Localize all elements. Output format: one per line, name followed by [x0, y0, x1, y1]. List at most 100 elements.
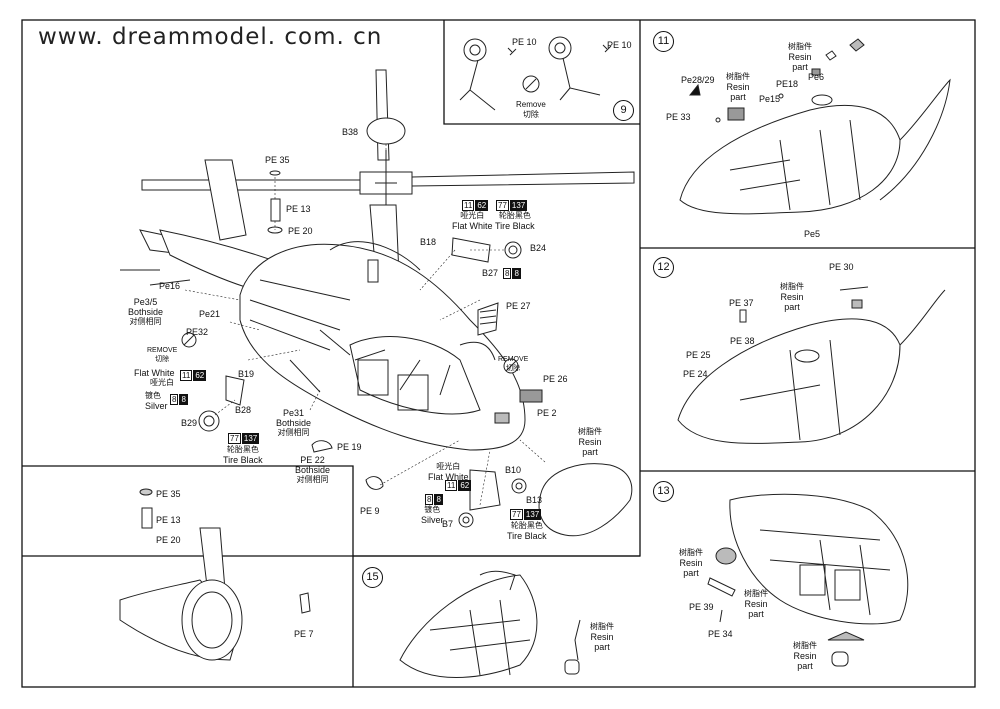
label-detail-pe20: PE 20	[156, 535, 181, 545]
remove-cn-left: 切除	[155, 355, 170, 363]
label-b18: B18	[420, 237, 437, 247]
label-detail-pe13: PE 13	[156, 515, 181, 525]
label-step11-pe15: Pe15	[759, 94, 781, 104]
label-step13-pe34: PE 34	[708, 629, 733, 639]
label-step11-pe18: PE18	[776, 79, 799, 89]
paint-code: 77	[510, 509, 523, 520]
paint-code: 8	[503, 268, 512, 279]
label-detail-pe7: PE 7	[294, 629, 314, 639]
step15-helicopter-art	[399, 570, 581, 678]
step-number-11: 11	[653, 31, 674, 52]
paint-number: 137	[509, 200, 528, 211]
label-step12-pe24: PE 24	[683, 369, 708, 379]
label-b27: B27	[482, 268, 499, 278]
step13-resin-cn: 树脂件	[679, 548, 703, 557]
paint-number: 8	[179, 394, 188, 405]
label-step11-pe6: Pe6	[808, 72, 825, 82]
label-step12-resin: 树脂件 Resin part	[780, 282, 804, 312]
flat-white-text: Flat White	[134, 368, 175, 378]
label-pe3-5: Pe3/5 Bothside 对侧相同	[128, 297, 163, 327]
label-step13-resin-mid: 树脂件 Resin part	[744, 589, 768, 619]
tire-bottom-text: Tire Black	[507, 531, 547, 541]
paint-code: 77	[228, 433, 241, 444]
paint-number: 62	[458, 480, 472, 491]
step15-resin-cn: 树脂件	[590, 622, 614, 631]
label-flat-white-bottom: 哑光白 Flat White	[428, 462, 469, 482]
step13-part-bottom-text: part	[797, 661, 813, 671]
paint-code: 77	[496, 200, 509, 211]
label-pe9: PE 9	[360, 506, 380, 516]
step9-remove-text: Remove	[516, 100, 546, 109]
label-b38: B38	[342, 127, 359, 137]
label-pe13: PE 13	[286, 204, 311, 214]
step11-resin-text: Resin	[726, 82, 750, 92]
step13-resin-bottom-text: Resin	[793, 651, 817, 661]
label-pe35: PE 35	[265, 155, 290, 165]
label-silver-left: 镀色 Silver	[145, 391, 168, 411]
pe22-text: PE 22	[300, 455, 325, 465]
step11-resin-cn: 树脂件	[726, 72, 750, 81]
step-number-13: 13	[653, 481, 674, 502]
silver-text: Silver	[145, 401, 168, 411]
resin-cn: 树脂件	[578, 427, 602, 436]
remove-text-right: REMOVE	[498, 356, 529, 363]
step15-part-text: part	[594, 642, 610, 652]
bothside-cn-text: 对侧相同	[129, 317, 162, 326]
flat-white-bottom-cn: 哑光白	[436, 462, 461, 471]
flat-white-cn: 哑光白	[150, 378, 174, 387]
sheet-frame	[21, 19, 976, 688]
step9-remove-cn: 切除	[522, 110, 539, 119]
label-remove-left: REMOVE 切除	[147, 347, 177, 363]
label-flat-white-top: 哑光白 Flat White	[452, 211, 493, 231]
step15-resin-text: Resin	[590, 632, 614, 642]
label-step9-pe10-left: PE 10	[512, 37, 537, 47]
paint-code: 8	[425, 494, 434, 505]
label-pe2: PE 2	[537, 408, 557, 418]
silver-bottom-text: Silver	[421, 515, 444, 525]
step11-part-text: part	[730, 92, 746, 102]
label-b24: B24	[530, 243, 547, 253]
label-b19: B19	[238, 369, 255, 379]
paint-code: 11	[180, 370, 193, 381]
label-pe20: PE 20	[288, 226, 313, 236]
label-step13-resin-left: 树脂件 Resin part	[679, 548, 703, 578]
label-step11-resin-top: 树脂件 Resin part	[788, 42, 812, 72]
step11-nose-art	[679, 38, 951, 215]
label-flat-white-left: Flat White 哑光白	[134, 368, 175, 388]
step13-resin-mid-cn: 树脂件	[744, 589, 768, 598]
paint-number: 8	[434, 494, 443, 505]
label-tire-bottom: 轮胎黑色 Tire Black	[507, 521, 547, 541]
label-silver-bottom: 镀色 Silver	[421, 505, 444, 525]
step13-resin-bottom-cn: 树脂件	[793, 641, 817, 650]
silver-cn: 镀色	[145, 391, 161, 400]
label-b13: B13	[526, 495, 543, 505]
label-pe27: PE 27	[506, 301, 531, 311]
detail-frame	[22, 465, 354, 687]
label-step9-pe10-right: PE 10	[607, 40, 632, 50]
label-pe21: Pe21	[199, 309, 221, 319]
label-b28: B28	[235, 405, 252, 415]
label-step11-pe33: PE 33	[666, 112, 691, 122]
label-b29: B29	[181, 418, 198, 428]
label-step13-pe39: PE 39	[689, 602, 714, 612]
remove-cn-right: 切除	[506, 364, 521, 372]
paint-code: 11	[462, 200, 475, 211]
label-pe19: PE 19	[337, 442, 362, 452]
label-step11-pe5: Pe5	[804, 229, 821, 239]
pe31-bothside-cn: 对侧相同	[277, 428, 310, 437]
bothside-text: Bothside	[128, 307, 164, 317]
main-helicopter	[120, 69, 635, 537]
label-b7: B7	[442, 519, 454, 529]
label-pe32: PE32	[186, 327, 209, 337]
label-tire-top: 轮胎黑色 Tire Black	[495, 211, 535, 231]
tire-bottom-cn: 轮胎黑色	[510, 521, 543, 530]
